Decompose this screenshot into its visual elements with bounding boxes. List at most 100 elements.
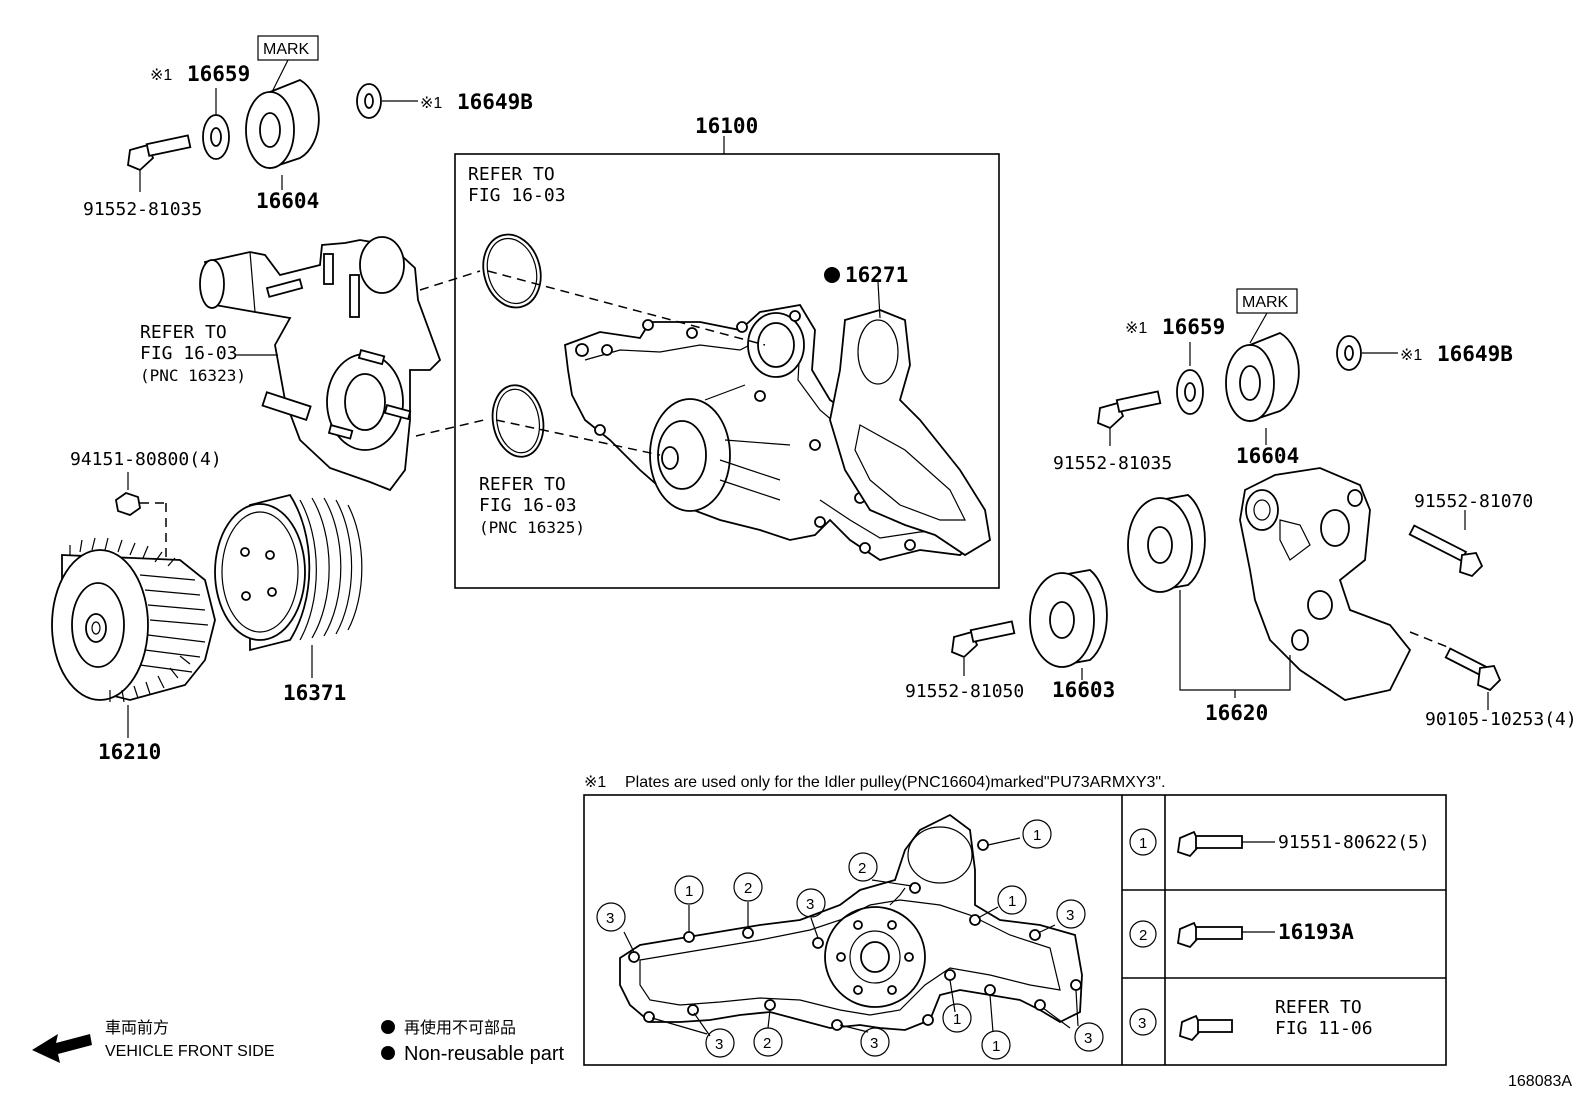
refer-top-line1: REFER TO	[468, 164, 555, 185]
legend-row-3: 3 REFER TO FIG 11-06	[1129, 997, 1373, 1042]
gasket-16271	[829, 281, 991, 557]
assembly-box-16100	[454, 153, 1000, 589]
callout-3: 3	[596, 902, 626, 932]
washer-16649b-right	[1336, 335, 1398, 371]
callout-1: 1	[981, 1030, 1011, 1060]
callout-1: 1	[942, 1003, 972, 1033]
o-ring-lower	[491, 384, 545, 458]
svg-text:3: 3	[870, 1035, 878, 1052]
bolt-91552-81035-left	[127, 134, 192, 192]
svg-text:1: 1	[992, 1038, 1000, 1055]
label-16371: 16371	[283, 681, 346, 705]
refer-mid-line2: FIG 16-03	[479, 495, 577, 516]
svg-text:3: 3	[606, 910, 614, 927]
legend-1-part-number: 91551-80622(5)	[1278, 832, 1430, 853]
plate-16659-left	[202, 88, 230, 160]
svg-text:3: 3	[715, 1036, 723, 1053]
legend-3-line1: REFER TO	[1275, 997, 1362, 1018]
label-16210: 16210	[98, 740, 161, 764]
non-reusable-dot-icon	[381, 1020, 395, 1034]
label-16100: 16100	[695, 114, 758, 138]
front-label-jp: 車両前方	[105, 1019, 169, 1037]
refer-top-line2: FIG 16-03	[468, 185, 566, 206]
figure-id: 168083A	[1508, 1073, 1572, 1090]
label-94151-80800: 94151-80800(4)	[70, 449, 222, 470]
svg-text:1: 1	[1033, 827, 1041, 844]
plates-note: Plates are used only for the Idler pulle…	[625, 774, 1166, 791]
water-pump-assembly-16100: 16100 REFER TO FIG 16-03 REFER TO FIG 16…	[454, 114, 1000, 589]
tensioner-pulley	[1127, 494, 1206, 593]
nut-94151	[115, 492, 167, 560]
bolt-90105-10253	[1409, 631, 1502, 710]
ref-mark-16659-right: ※1	[1125, 320, 1147, 337]
plate-16659-right	[1176, 369, 1204, 415]
fan-clutch-16210: 94151-80800(4) 16210	[51, 449, 222, 764]
ref-mark-16649b-left: ※1	[420, 95, 442, 112]
fan-clutch-body	[51, 537, 216, 703]
callout-2: 2	[733, 872, 763, 902]
refer-mid-line1: REFER TO	[479, 474, 566, 495]
legend-2-part-number: 16193A	[1278, 920, 1354, 944]
idler-pulley-16603: 16603	[1029, 569, 1115, 702]
svg-text:2: 2	[763, 1035, 771, 1052]
ref-mark-16659-left: ※1	[150, 67, 172, 84]
callout-3: 3	[705, 1028, 735, 1058]
callout-2: 2	[848, 852, 878, 882]
legend-row-1: 1 91551-80622(5)	[1129, 828, 1430, 858]
refer-mid-line3: (PNC 16325)	[479, 518, 585, 537]
non-reusable-legend: 再使用不可部品 Non-reusable part	[381, 1019, 565, 1065]
idler-pulley-16604-right	[1225, 332, 1300, 445]
callout-circles: 3 1 2 3 2 1 1 3 3 1 1 3 2 3	[596, 819, 1104, 1060]
pulley-16371: 16371	[214, 493, 363, 705]
ref-mark-16649b-right: ※1	[1400, 347, 1422, 364]
bolt-layout-table: 3 1 2 3 2 1 1 3 3 1 1 3 2 3 1 91551-8062…	[583, 794, 1447, 1066]
tensioner-bracket	[1239, 467, 1412, 701]
label-91552-81035-left: 91552-81035	[83, 199, 202, 220]
bolt-91552-81050: 91552-81050	[905, 620, 1024, 702]
o-ring-upper	[482, 233, 542, 309]
non-reusable-dot-16271	[824, 267, 840, 283]
callout-1: 1	[997, 885, 1027, 915]
mark-label-right: MARK	[1242, 294, 1289, 311]
idler-group-left: MARK ※1 16659 ※1 16649B 91552-81035 1660…	[83, 35, 533, 220]
refer-left-line2: FIG 16-03	[140, 343, 238, 364]
label-91552-81035-right: 91552-81035	[1053, 453, 1172, 474]
non-reusable-label-en: Non-reusable part	[404, 1043, 565, 1065]
svg-text:1: 1	[953, 1011, 961, 1028]
svg-text:2: 2	[744, 880, 752, 897]
callout-2: 2	[753, 1027, 783, 1057]
label-16649b-right: 16649B	[1437, 342, 1513, 366]
mark-box-left	[257, 35, 319, 61]
callout-3: 3	[796, 888, 826, 918]
svg-text:2: 2	[858, 860, 866, 877]
label-90105-10253: 90105-10253(4)	[1425, 709, 1577, 730]
callout-3: 3	[1056, 899, 1086, 929]
label-91552-81070: 91552-81070	[1414, 491, 1533, 512]
callout-1: 1	[674, 875, 704, 905]
svg-text:3: 3	[1084, 1030, 1092, 1047]
refer-left-line3: (PNC 16323)	[140, 366, 246, 385]
label-16604-left: 16604	[256, 189, 319, 213]
label-16649b-left: 16649B	[457, 90, 533, 114]
non-reusable-label-jp: 再使用不可部品	[404, 1019, 516, 1037]
label-16620: 16620	[1205, 701, 1268, 725]
svg-text:1: 1	[1139, 835, 1147, 852]
idler-group-right: MARK ※1 16659 ※1 16649B 91552-81035 1660	[1053, 288, 1513, 474]
pump-bolt-position-drawing	[619, 813, 1083, 1031]
callout-3: 3	[1074, 1022, 1104, 1052]
svg-text:1: 1	[1008, 893, 1016, 910]
bolt-91552-81035-right	[1097, 390, 1162, 446]
bolt-91552-81070	[1408, 510, 1484, 578]
svg-text:2: 2	[1139, 927, 1147, 944]
idler-pulley-16604-left	[245, 59, 320, 190]
label-16659-left: 16659	[187, 62, 250, 86]
refer-left-line1: REFER TO	[140, 322, 227, 343]
mark-label-left: MARK	[263, 41, 310, 58]
label-16271: 16271	[845, 263, 908, 287]
front-label-en: VEHICLE FRONT SIDE	[105, 1043, 275, 1060]
callout-1: 1	[1022, 819, 1052, 849]
svg-text:1: 1	[685, 883, 693, 900]
label-91552-81050: 91552-81050	[905, 681, 1024, 702]
water-inlet-housing: REFER TO FIG 16-03 (PNC 16323)	[140, 236, 485, 492]
